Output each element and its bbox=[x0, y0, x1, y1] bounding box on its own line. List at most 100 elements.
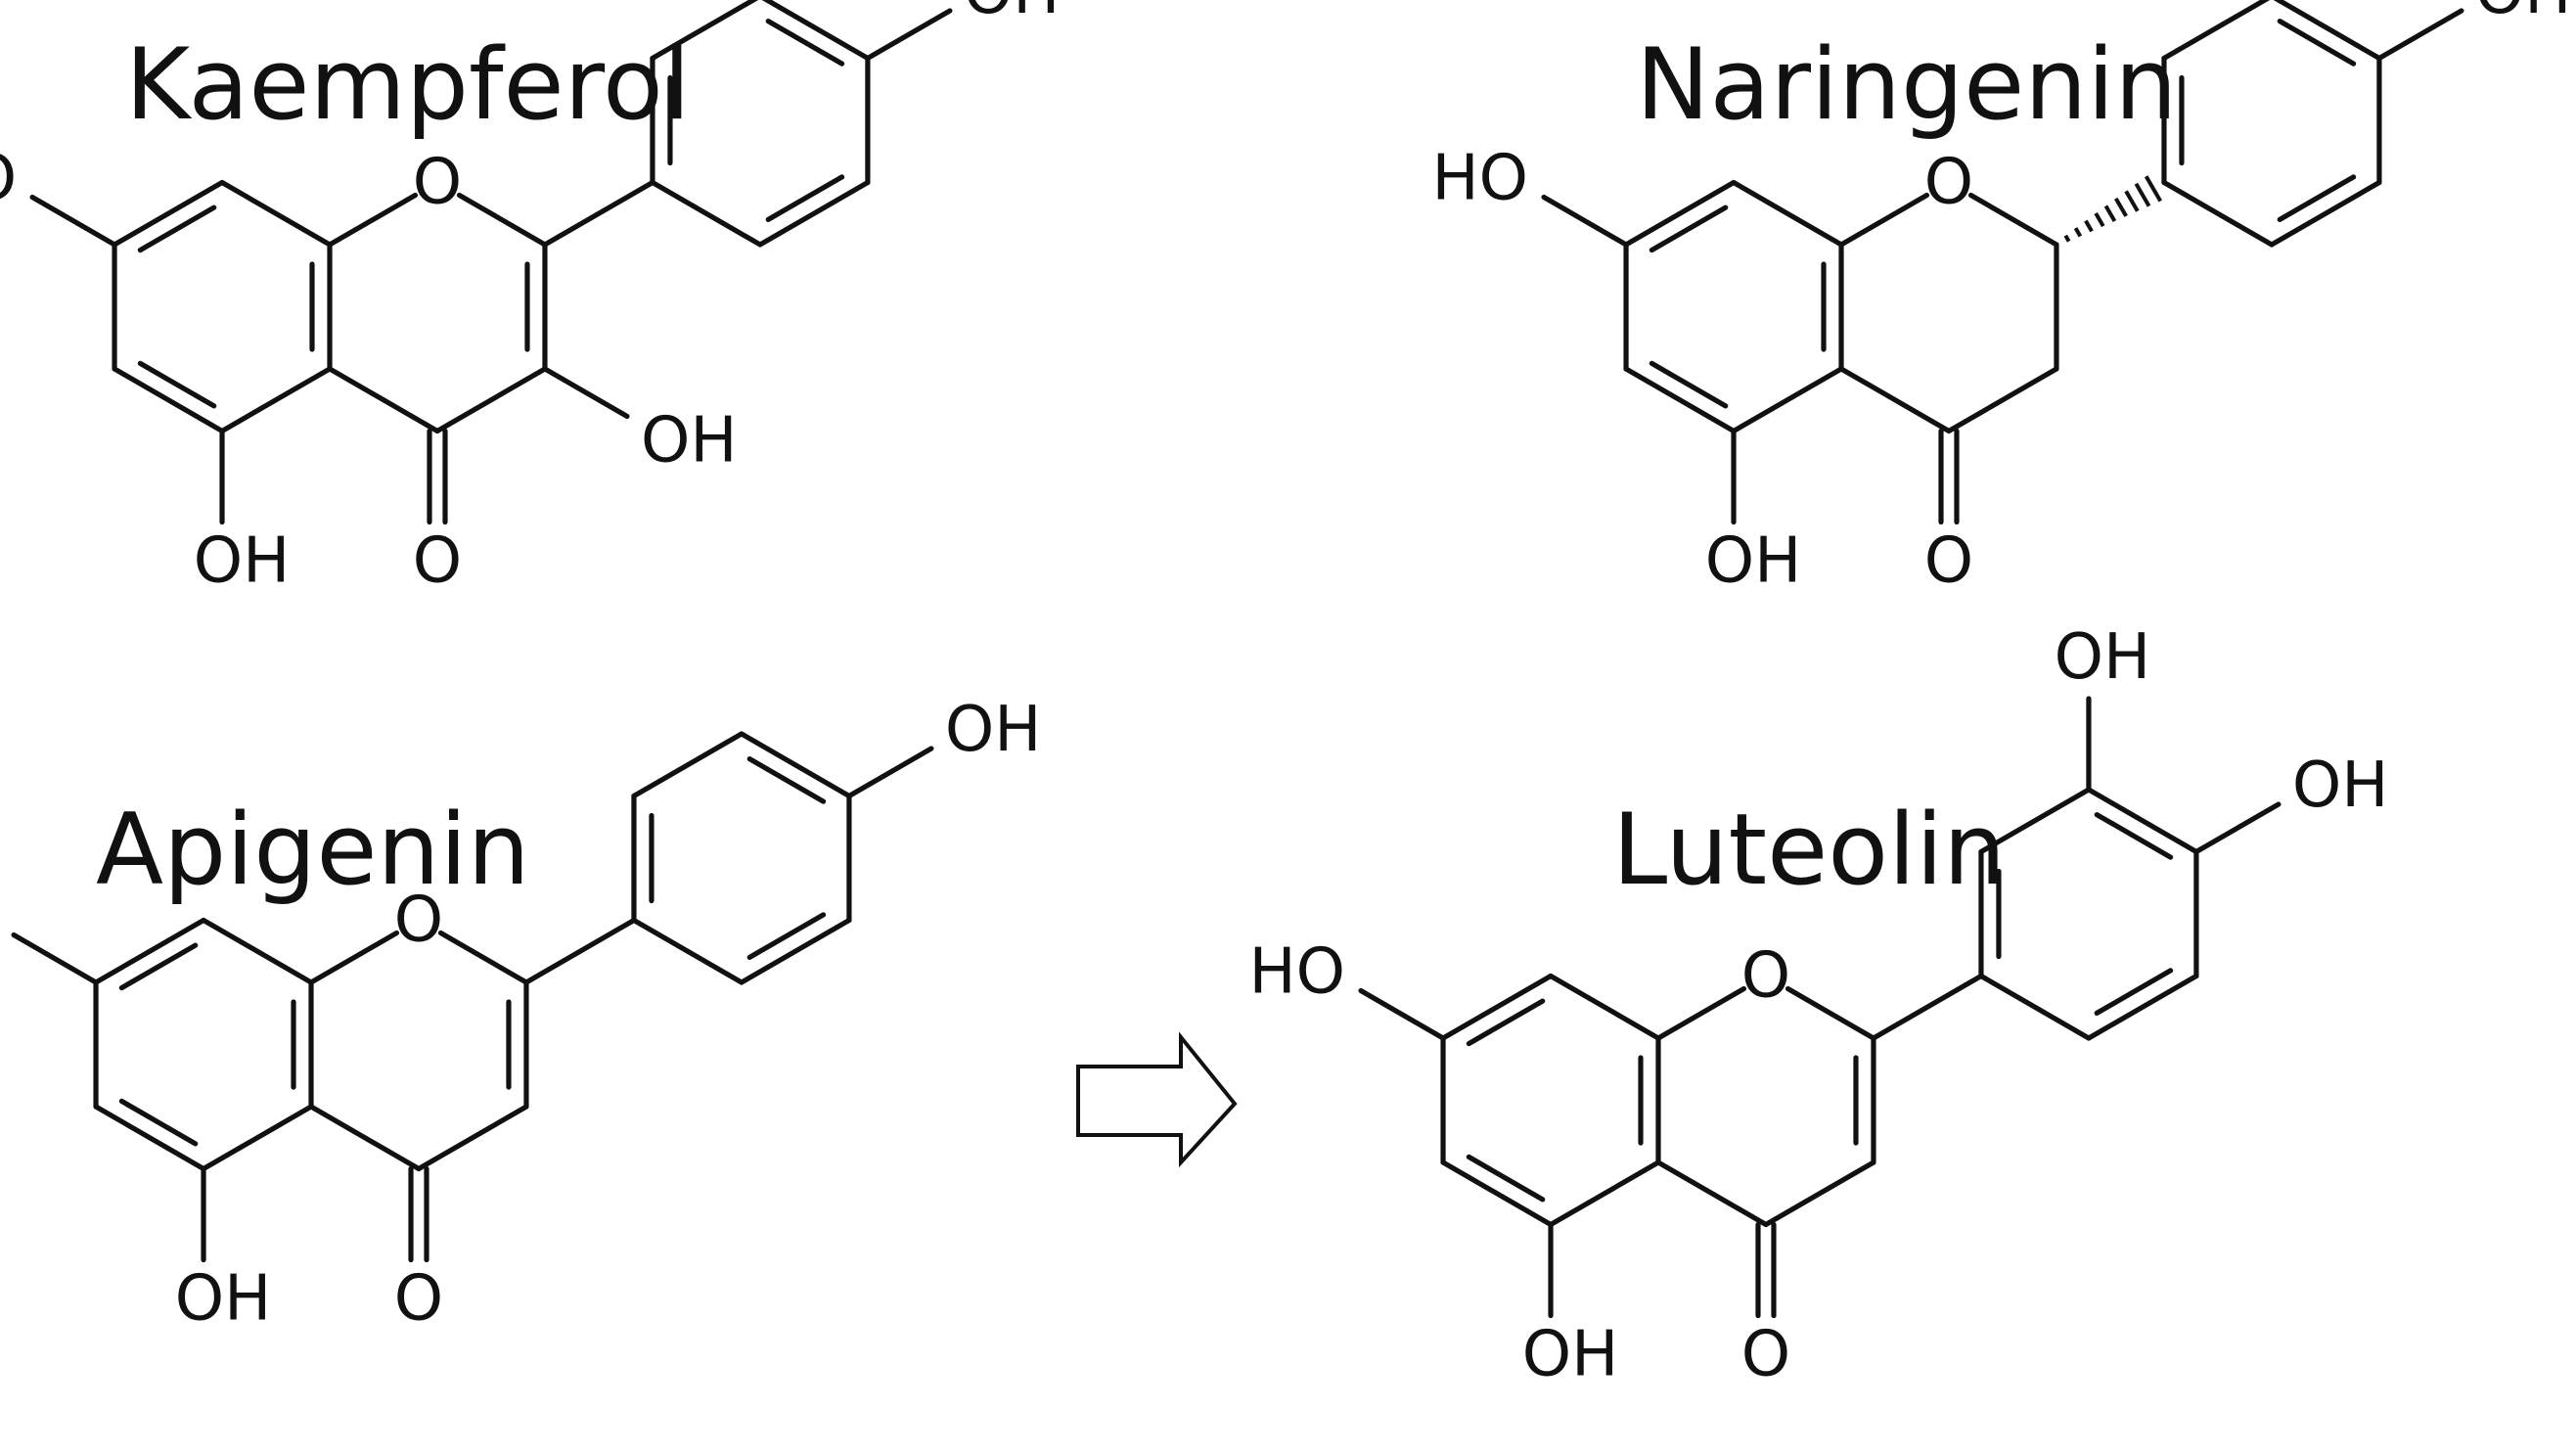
hydroxyl-label: OH bbox=[2475, 0, 2572, 28]
bond bbox=[434, 366, 548, 434]
bond bbox=[761, 0, 871, 62]
double-bond bbox=[746, 912, 827, 961]
double-bond bbox=[1466, 1154, 1546, 1203]
stereo-hash-bond bbox=[2084, 219, 2094, 233]
bond bbox=[650, 0, 759, 62]
bond bbox=[93, 1104, 206, 1172]
ring-oxygen-label: O bbox=[413, 147, 462, 219]
bond bbox=[2161, 0, 2271, 62]
hydroxyl-label: OH bbox=[1705, 525, 1802, 598]
bond bbox=[29, 194, 117, 248]
stereo-hash-bond bbox=[2103, 204, 2117, 223]
bond bbox=[2273, 0, 2382, 62]
double-bond bbox=[118, 1098, 199, 1147]
double-bond bbox=[1466, 998, 1546, 1047]
bond bbox=[650, 179, 763, 248]
hydroxyl-label: OH bbox=[2055, 621, 2151, 694]
bond bbox=[739, 731, 852, 799]
bond bbox=[456, 192, 548, 248]
hydroxyl-label: OH bbox=[945, 694, 1042, 766]
bond bbox=[1655, 985, 1747, 1041]
bond bbox=[437, 930, 529, 985]
bond bbox=[201, 917, 314, 985]
bond bbox=[1871, 973, 1984, 1041]
double-bond bbox=[2277, 174, 2357, 223]
bond bbox=[2086, 787, 2199, 855]
double-bond bbox=[137, 360, 217, 409]
stereo-hash-bond bbox=[2134, 182, 2151, 207]
bond bbox=[1623, 366, 1737, 434]
bond bbox=[1541, 194, 1629, 248]
bond bbox=[308, 930, 400, 985]
carbonyl-oxygen-label: O bbox=[413, 525, 462, 598]
bond bbox=[1967, 192, 2059, 248]
bond bbox=[219, 366, 333, 434]
stereo-hash-bond bbox=[2073, 227, 2083, 238]
carbonyl-oxygen-label: O bbox=[1741, 1319, 1790, 1391]
bond bbox=[1731, 366, 1844, 434]
bond bbox=[1838, 192, 1930, 248]
bond bbox=[1946, 366, 2059, 434]
ring-oxygen-label: O bbox=[1924, 147, 1973, 219]
ring-oxygen-label: O bbox=[394, 885, 443, 957]
bond bbox=[308, 1104, 422, 1172]
double-bond bbox=[765, 174, 845, 223]
bond bbox=[1548, 1159, 1661, 1228]
bond bbox=[542, 366, 630, 420]
bond bbox=[1838, 366, 1952, 434]
carbonyl-oxygen-label: O bbox=[394, 1263, 443, 1336]
bond bbox=[1731, 179, 1844, 248]
bond bbox=[1785, 985, 1876, 1041]
bond bbox=[757, 179, 871, 248]
bond bbox=[1763, 1159, 1876, 1228]
hydroxyl-label: HO bbox=[0, 143, 17, 215]
bond bbox=[11, 931, 99, 985]
open-block-arrow-right-icon bbox=[1076, 1031, 1238, 1168]
double-bond bbox=[2094, 968, 2174, 1017]
bond bbox=[327, 192, 419, 248]
bond bbox=[2376, 8, 2464, 62]
bond bbox=[523, 917, 637, 985]
bond bbox=[2269, 179, 2382, 248]
bond bbox=[542, 179, 655, 248]
hydroxyl-label: OH bbox=[964, 0, 1061, 28]
stereo-hash-bond bbox=[2063, 234, 2071, 243]
hydroxyl-label: OH bbox=[194, 525, 291, 598]
apigenin-name: Apigenin bbox=[96, 792, 530, 907]
double-bond bbox=[765, 18, 845, 67]
hydroxyl-label: OH bbox=[641, 405, 738, 477]
bond bbox=[1548, 973, 1661, 1041]
ring-oxygen-label: O bbox=[1741, 940, 1790, 1013]
bond bbox=[112, 179, 225, 248]
bond bbox=[2193, 801, 2282, 855]
bond bbox=[846, 746, 934, 799]
luteolin-name: Luteolin bbox=[1612, 792, 2007, 907]
bond bbox=[201, 1104, 314, 1172]
double-bond bbox=[2094, 811, 2174, 860]
stereo-hash-bond bbox=[2144, 175, 2162, 203]
bond bbox=[865, 8, 953, 62]
kaempferol-structure: O O OH HO OH OH bbox=[0, 0, 1060, 598]
kaempferol-name: Kaempferol bbox=[125, 26, 691, 142]
naringenin-name: Naringenin bbox=[1636, 26, 2178, 142]
bond bbox=[631, 731, 745, 799]
bond bbox=[1655, 1159, 1769, 1228]
bond bbox=[1440, 1159, 1554, 1228]
bond bbox=[327, 366, 440, 434]
bond bbox=[112, 366, 225, 434]
hydroxyl-label: HO bbox=[1249, 936, 1346, 1009]
hydroxyl-label: OH bbox=[1522, 1319, 1619, 1391]
double-bond bbox=[1649, 204, 1729, 253]
bond bbox=[1978, 787, 2092, 855]
double-bond bbox=[1649, 360, 1729, 409]
hydroxyl-label: OH bbox=[175, 1263, 272, 1336]
double-bond bbox=[2277, 18, 2357, 67]
bond bbox=[93, 917, 206, 985]
bond bbox=[631, 917, 745, 985]
bond bbox=[2086, 973, 2199, 1041]
